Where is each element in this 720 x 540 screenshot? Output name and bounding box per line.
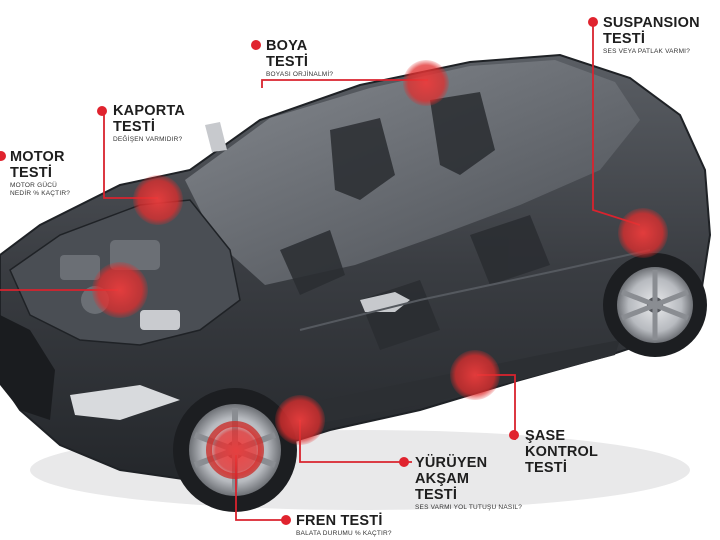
windshield: [185, 60, 640, 285]
label-title: ŞASE KONTROL TESTİ: [525, 428, 599, 476]
label-yuruyen-aksam-testi: YÜRÜYEN AKŞAM TESTİ SES VARMI YOL TUTUŞU…: [415, 455, 522, 512]
label-motor-testi: MOTOR TESTİ MOTOR GÜCÜ NEDİR % KAÇTIR?: [10, 149, 70, 198]
door-line: [299, 249, 651, 331]
label-suspansion-testi: SUSPANSION TESTİ SES VEYA PATLAK VARMI?: [603, 15, 700, 56]
hotspot-motor: [92, 262, 148, 318]
label-subtitle: DEĞİŞEN VARMIDIR?: [113, 136, 183, 143]
hotspot-sase: [450, 350, 500, 400]
label-boya-testi: BOYA TESTİ BOYASI ORJİNALMİ?: [266, 38, 333, 79]
label-title: SUSPANSION TESTİ: [603, 15, 700, 47]
label-fren-testi: FREN TESTİ BALATA DURUMU % KAÇTIR?: [296, 513, 392, 538]
label-title: FREN TESTİ: [296, 513, 383, 529]
label-subtitle: BOYASI ORJİNALMİ?: [266, 71, 334, 78]
label-subtitle: BALATA DURUMU % KAÇTIR?: [296, 530, 392, 537]
hotspot-kaporta: [133, 175, 183, 225]
label-title: BOYA TESTİ: [266, 38, 309, 70]
dot-kaporta: [97, 106, 107, 116]
front-grille: [0, 315, 55, 420]
dot-sase: [509, 430, 519, 440]
hotspot-suspansion: [618, 208, 668, 258]
hotspot-yuruyen: [275, 395, 325, 445]
label-title: KAPORTA TESTİ: [113, 103, 186, 135]
dot-yuruyen: [399, 457, 409, 467]
headlight: [70, 385, 180, 420]
label-title: YÜRÜYEN AKŞAM TESTİ: [415, 455, 488, 503]
label-kaporta-testi: KAPORTA TESTİ DEĞİŞEN VARMIDIR?: [113, 103, 185, 144]
dot-boya: [251, 40, 261, 50]
interior: [280, 92, 550, 350]
hotspot-boya: [403, 60, 449, 106]
label-sase-kontrol-testi: ŞASE KONTROL TESTİ: [525, 428, 598, 476]
dot-fren: [281, 515, 291, 525]
side-mirror: [360, 292, 410, 312]
label-subtitle: MOTOR GÜCÜ NEDİR % KAÇTIR?: [10, 182, 71, 197]
label-subtitle: SES VARMI YOL TUTUŞU NASIL?: [415, 504, 523, 511]
hotspot-fren: [210, 425, 262, 477]
dot-suspansion: [588, 17, 598, 27]
dot-motor: [0, 151, 6, 161]
label-subtitle: SES VEYA PATLAK VARMI?: [603, 48, 691, 55]
rear-wheel: [603, 253, 707, 357]
side-mirror-left: [205, 122, 227, 152]
label-title: MOTOR TESTİ: [10, 149, 65, 181]
